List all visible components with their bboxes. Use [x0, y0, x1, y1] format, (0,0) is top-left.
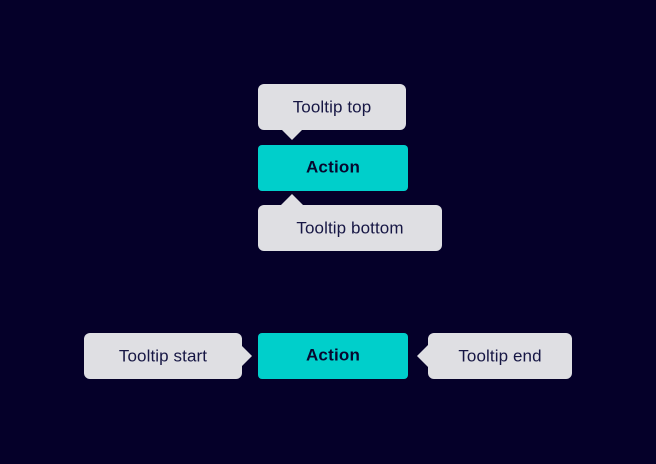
tooltip-top: Tooltip top: [258, 84, 406, 130]
arrow-down-icon: [281, 129, 303, 140]
arrow-up-icon: [281, 194, 303, 205]
action-button-horizontal-label: Action: [305, 345, 361, 365]
tooltip-top-label: Tooltip top: [292, 97, 372, 116]
tooltip-end-label: Tooltip end: [458, 346, 542, 365]
tooltip-start: Tooltip start: [84, 333, 242, 379]
action-button-vertical-label: Action: [305, 157, 361, 177]
tooltip-start-label: Tooltip start: [118, 346, 208, 365]
tooltip-bottom-label: Tooltip bottom: [296, 218, 404, 237]
arrow-right-icon: [241, 345, 252, 367]
action-button-vertical[interactable]: Action: [258, 145, 408, 191]
tooltip-end: Tooltip end: [428, 333, 572, 379]
arrow-left-icon: [417, 345, 428, 367]
action-button-horizontal[interactable]: Action: [258, 333, 408, 379]
tooltip-bottom: Tooltip bottom: [258, 205, 442, 251]
